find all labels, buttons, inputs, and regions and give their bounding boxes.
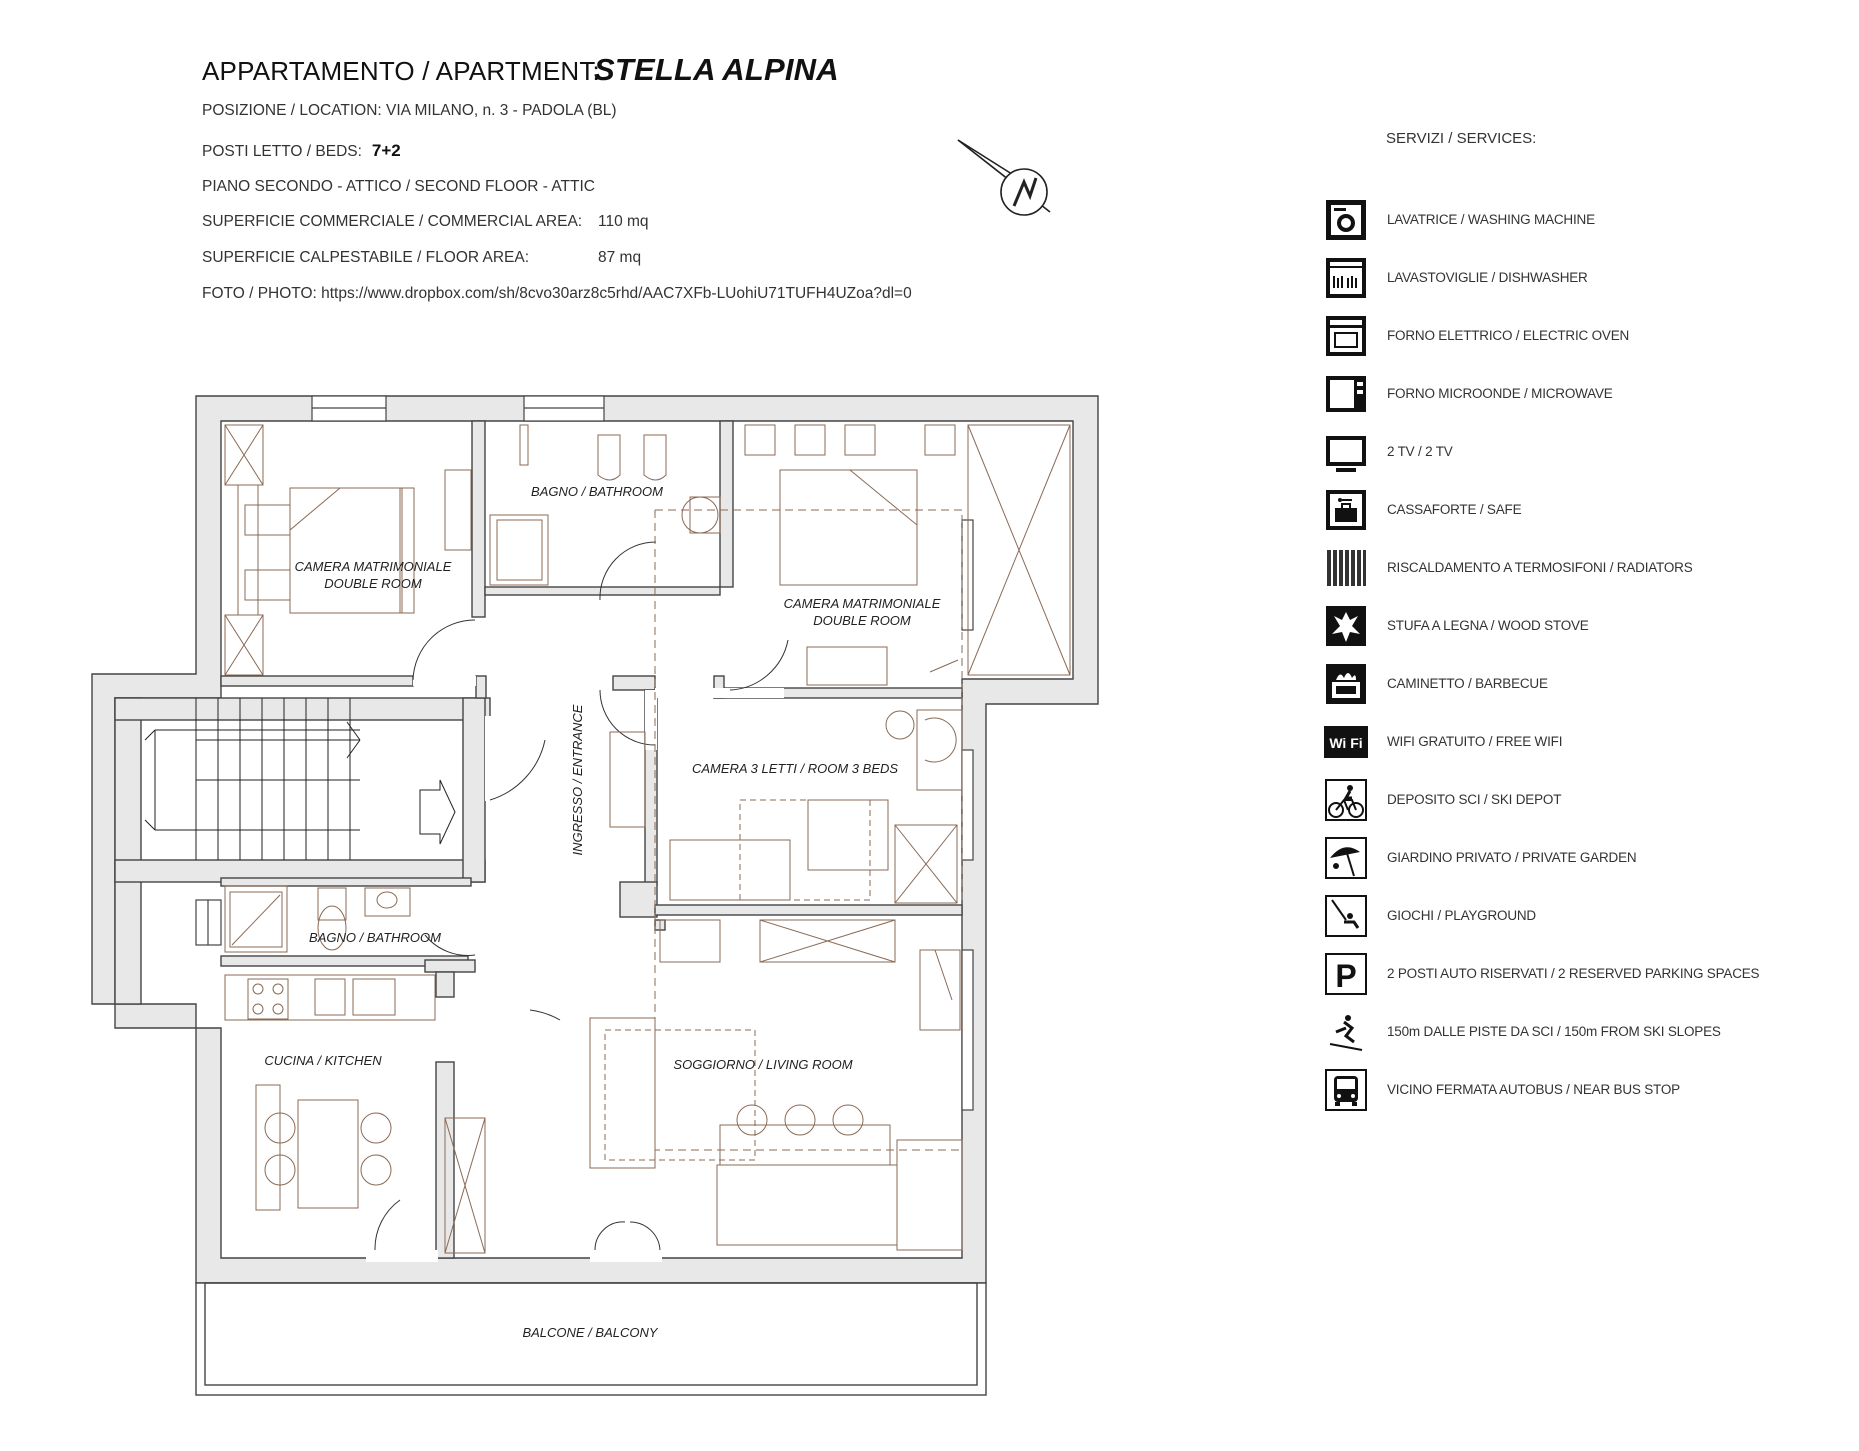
service-label: VICINO FERMATA AUTOBUS / NEAR BUS STOP xyxy=(1387,1082,1680,1097)
bus-icon xyxy=(1325,1069,1367,1111)
balcony xyxy=(195,1282,987,1396)
floor-area-value: 87 mq xyxy=(598,249,642,266)
balcony-label: BALCONE / BALCONY xyxy=(522,1325,658,1340)
service-item: STUFA A LEGNA / WOOD STOVE xyxy=(1322,602,1802,652)
service-item: GIARDINO PRIVATO / PRIVATE GARDEN xyxy=(1322,834,1802,884)
service-label: 2 POSTI AUTO RISERVATI / 2 RESERVED PARK… xyxy=(1387,966,1760,981)
room-labels: CAMERA MATRIMONIALE DOUBLE ROOM BAGNO / … xyxy=(264,484,940,1340)
doors xyxy=(366,676,784,1262)
radiator-icon xyxy=(1326,548,1366,588)
apartment-title-label: APPARTAMENTO / APARTMENT: xyxy=(202,56,600,86)
service-item: CAMINETTO / BARBECUE xyxy=(1322,660,1802,710)
service-label: RISCALDAMENTO A TERMOSIFONI / RADIATORS xyxy=(1387,560,1693,575)
parking-icon: P xyxy=(1325,953,1367,995)
service-item: DEPOSITO SCI / SKI DEPOT xyxy=(1322,776,1802,826)
service-label: LAVASTOVIGLIE / DISHWASHER xyxy=(1387,270,1588,285)
beds-value: 7+2 xyxy=(371,141,401,160)
svg-text:Wi Fi: Wi Fi xyxy=(1329,735,1362,751)
double-room-1-label: CAMERA MATRIMONIALE xyxy=(295,559,452,574)
commercial-area-value: 110 mq xyxy=(598,213,649,230)
tv-icon xyxy=(1326,436,1366,472)
service-item: Wi Fi WIFI GRATUITO / FREE WIFI xyxy=(1322,718,1802,768)
svg-text:P: P xyxy=(1335,958,1356,994)
service-label: FORNO MICROONDE / MICROWAVE xyxy=(1387,386,1613,401)
microwave-icon xyxy=(1326,376,1366,412)
room-3-beds-label: CAMERA 3 LETTI / ROOM 3 BEDS xyxy=(692,761,898,776)
service-label: WIFI GRATUITO / FREE WIFI xyxy=(1387,734,1563,749)
photo-link[interactable]: FOTO / PHOTO: https://www.dropbox.com/sh… xyxy=(202,285,912,302)
furniture xyxy=(144,424,1071,1254)
service-item: LAVATRICE / WASHING MACHINE xyxy=(1322,196,1802,246)
entrance-label: INGRESSO / ENTRANCE xyxy=(570,704,585,855)
floor-area-label: SUPERFICIE CALPESTABILE / FLOOR AREA: xyxy=(202,249,530,266)
floor-area-line: SUPERFICIE CALPESTABILE / FLOOR AREA: 87… xyxy=(202,249,902,267)
service-label: 2 TV / 2 TV xyxy=(1387,444,1453,459)
barbecue-icon xyxy=(1326,664,1366,704)
oven-icon xyxy=(1326,316,1366,356)
wood-stove-icon xyxy=(1326,606,1366,646)
kitchen-label: CUCINA / KITCHEN xyxy=(264,1053,382,1068)
service-item: 150m DALLE PISTE DA SCI / 150m FROM SKI … xyxy=(1322,1008,1802,1058)
apartment-title: APPARTAMENTO / APARTMENT: STELLA ALPINA xyxy=(202,52,839,87)
commercial-area-line: SUPERFICIE COMMERCIALE / COMMERCIAL AREA… xyxy=(202,213,902,231)
service-item: RISCALDAMENTO A TERMOSIFONI / RADIATORS xyxy=(1322,544,1802,594)
skier-icon xyxy=(1326,1012,1366,1052)
service-label: GIARDINO PRIVATO / PRIVATE GARDEN xyxy=(1387,850,1637,865)
bathroom-1-label: BAGNO / BATHROOM xyxy=(531,484,663,499)
swing-icon xyxy=(1325,895,1367,937)
location-line: POSIZIONE / LOCATION: VIA MILANO, n. 3 -… xyxy=(202,102,617,119)
services-title: SERVIZI / SERVICES: xyxy=(1386,130,1537,147)
floor-line: PIANO SECONDO - ATTICO / SECOND FLOOR - … xyxy=(202,178,595,195)
door-swings xyxy=(374,541,789,1251)
service-label: LAVATRICE / WASHING MACHINE xyxy=(1387,212,1595,227)
washing-machine-icon xyxy=(1326,200,1366,240)
service-label: 150m DALLE PISTE DA SCI / 150m FROM SKI … xyxy=(1387,1024,1721,1039)
service-item: CASSAFORTE / SAFE xyxy=(1322,486,1802,536)
beds-label: POSTI LETTO / BEDS: xyxy=(202,143,362,160)
commercial-area-label: SUPERFICIE COMMERCIALE / COMMERCIAL AREA… xyxy=(202,213,583,230)
dishwasher-icon xyxy=(1326,258,1366,298)
service-item: 2 TV / 2 TV xyxy=(1322,428,1802,478)
service-item: P 2 POSTI AUTO RISERVATI / 2 RESERVED PAR… xyxy=(1322,950,1802,1000)
walls xyxy=(91,395,1099,1284)
wifi-icon: Wi Fi xyxy=(1324,726,1368,758)
service-label: CASSAFORTE / SAFE xyxy=(1387,502,1522,517)
bathroom-2-label: BAGNO / BATHROOM xyxy=(309,930,441,945)
service-label: DEPOSITO SCI / SKI DEPOT xyxy=(1387,792,1562,807)
service-item: VICINO FERMATA AUTOBUS / NEAR BUS STOP xyxy=(1322,1066,1802,1116)
service-item: FORNO MICROONDE / MICROWAVE xyxy=(1322,370,1802,420)
service-label: CAMINETTO / BARBECUE xyxy=(1387,676,1548,691)
double-room-1-label-en: DOUBLE ROOM xyxy=(324,576,422,591)
apartment-name: STELLA ALPINA xyxy=(594,52,839,87)
beds-line: POSTI LETTO / BEDS: 7+2 xyxy=(202,141,401,161)
living-room-label: SOGGIORNO / LIVING ROOM xyxy=(673,1057,852,1072)
service-item: FORNO ELETTRICO / ELECTRIC OVEN xyxy=(1322,312,1802,362)
safe-icon xyxy=(1326,490,1366,530)
double-room-2-label: CAMERA MATRIMONIALE xyxy=(784,596,941,611)
service-label: GIOCHI / PLAYGROUND xyxy=(1387,908,1536,923)
bicycle-icon xyxy=(1325,779,1367,821)
service-label: FORNO ELETTRICO / ELECTRIC OVEN xyxy=(1387,328,1630,343)
service-item: LAVASTOVIGLIE / DISHWASHER xyxy=(1322,254,1802,304)
north-arrow-icon xyxy=(957,139,1051,216)
umbrella-icon xyxy=(1325,837,1367,879)
double-room-2-label-en: DOUBLE ROOM xyxy=(813,613,911,628)
service-item: GIOCHI / PLAYGROUND xyxy=(1322,892,1802,942)
service-label: STUFA A LEGNA / WOOD STOVE xyxy=(1387,618,1589,633)
